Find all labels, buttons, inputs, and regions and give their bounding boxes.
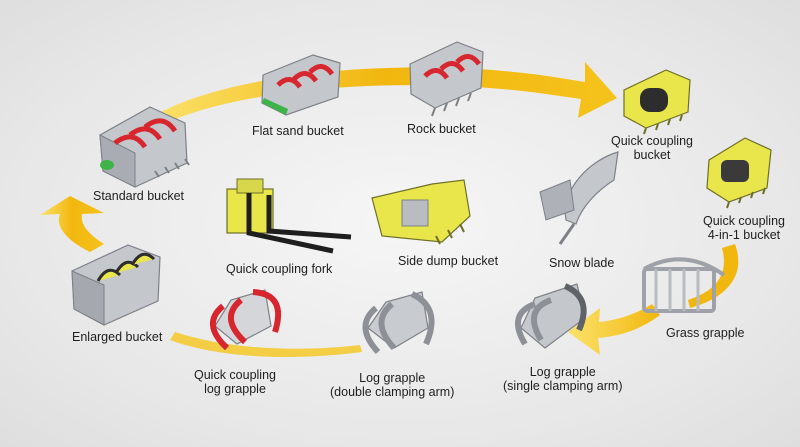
quick-coupling-bucket-icon (623, 69, 691, 135)
four-in-one-bucket-icon (706, 137, 772, 209)
label-four-in-one-bucket: Quick coupling 4-in-1 bucket (703, 214, 785, 242)
log-grapple-double-icon (362, 291, 435, 355)
cycle-arrow-left (40, 196, 104, 252)
label-side-dump-bucket: Side dump bucket (398, 254, 499, 268)
rock-bucket-icon (409, 41, 484, 117)
label-quick-coupling-bucket: Quick coupling bucket (611, 134, 693, 162)
enlarged-bucket-icon (71, 244, 161, 326)
label-quick-coupling-log-grapple: Quick coupling log grapple (194, 368, 276, 396)
label-log-grapple-double: Log grapple (double clamping arm) (330, 371, 455, 399)
label-enlarged-bucket: Enlarged bucket (72, 330, 163, 344)
label-quick-coupling-fork: Quick coupling fork (226, 262, 333, 276)
cycle-arrow-bottom (568, 304, 660, 355)
label-grass-grapple: Grass grapple (666, 326, 745, 340)
log-grapple-single-icon (514, 283, 587, 349)
label-flat-sand-bucket: Flat sand bucket (252, 124, 344, 138)
label-snow-blade: Snow blade (549, 256, 615, 270)
cycle-arrow-bottom-left (170, 332, 362, 357)
quick-coupling-log-grapple-icon (210, 289, 282, 351)
cycle-arrow-right (688, 244, 739, 308)
label-log-grapple-single: Log grapple (single clamping arm) (503, 365, 623, 393)
flat-sand-bucket-icon (261, 54, 341, 116)
grass-grapple-icon (642, 257, 726, 313)
cycle-arrow-top (150, 62, 617, 126)
label-rock-bucket: Rock bucket (407, 122, 476, 136)
standard-bucket-icon (99, 106, 190, 188)
snow-blade-icon (539, 151, 619, 245)
label-standard-bucket: Standard bucket (93, 189, 185, 203)
quick-coupling-fork-icon (226, 178, 352, 254)
side-dump-bucket-icon (371, 179, 471, 245)
